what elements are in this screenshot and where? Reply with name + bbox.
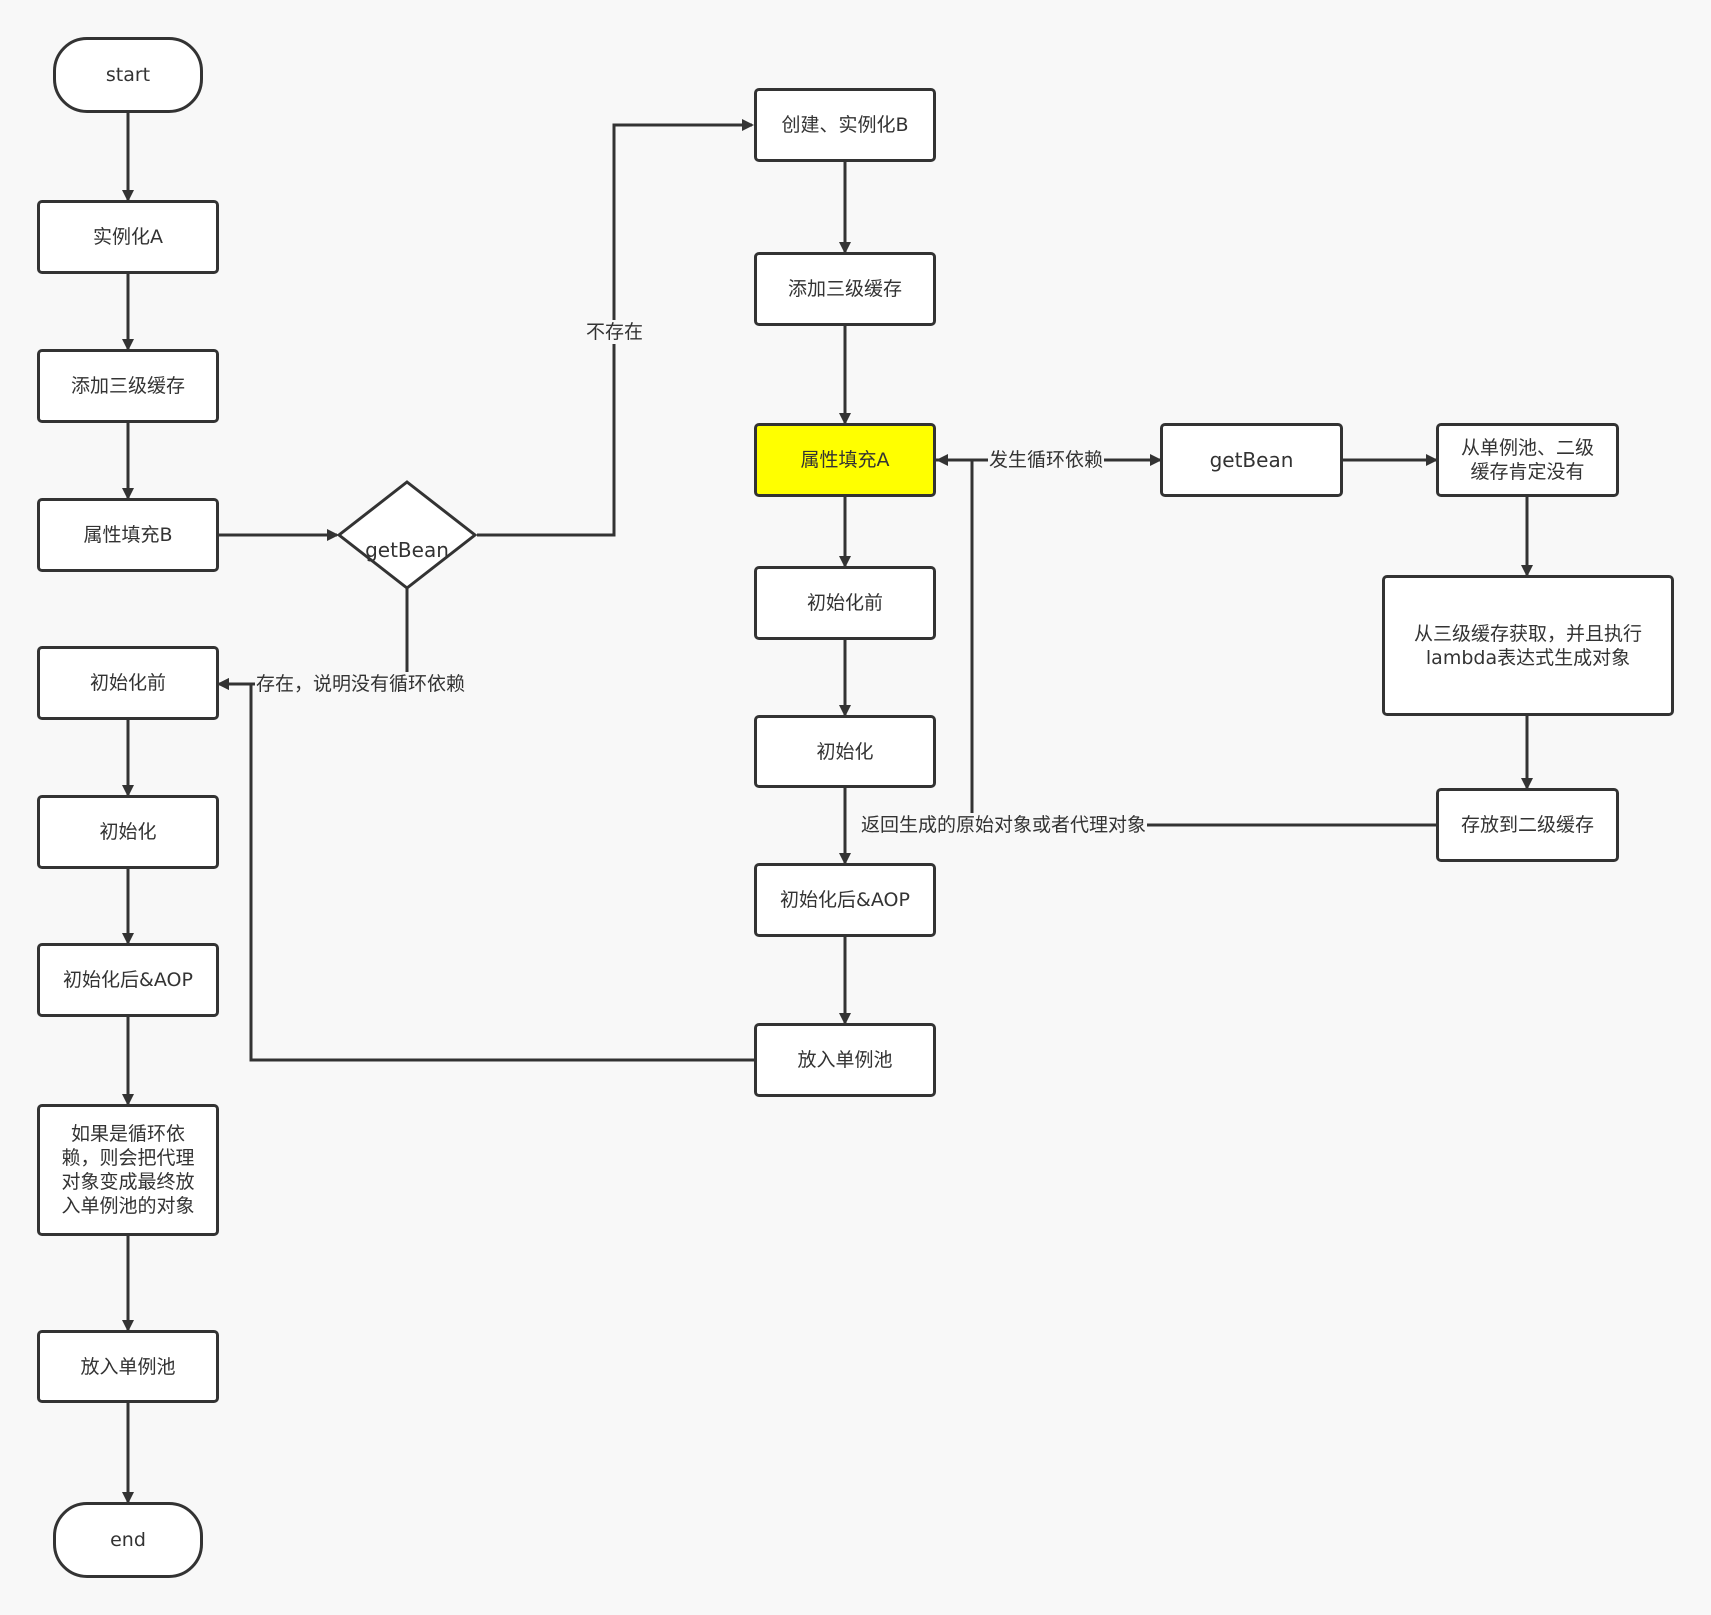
- arrow-return-object-to-populate-a: [970, 460, 1436, 827]
- getbean-right-node: getBean: [1160, 423, 1343, 497]
- put-singleton-middle-node: 放入单例池: [754, 1023, 936, 1097]
- add-level3-cache-middle-node: 添加三级缓存: [754, 252, 936, 326]
- circular-note-node: 如果是循环依 赖，则会把代理 对象变成最终放 入单例池的对象: [37, 1104, 219, 1236]
- exists-no-circular-label: 存在，说明没有循环依赖: [255, 672, 467, 696]
- getbean-decision-diamond-shape: [336, 480, 478, 590]
- init-middle-node: 初始化: [754, 715, 936, 788]
- populate-a-node: 属性填充A: [754, 423, 936, 497]
- start-node: start: [53, 37, 203, 113]
- end-node: end: [53, 1502, 203, 1578]
- from-level3-cache-node: 从三级缓存获取，并且执行 lambda表达式生成对象: [1382, 575, 1674, 716]
- arrow-singleton-middle-back: [217, 678, 754, 1062]
- put-singleton-left-node: 放入单例池: [37, 1330, 219, 1403]
- init-left-node: 初始化: [37, 795, 219, 869]
- after-init-aop-left-node: 初始化后&AOP: [37, 943, 219, 1017]
- circular-dependency-label: 发生循环依赖: [988, 448, 1105, 472]
- not-exists-label: 不存在: [585, 320, 645, 344]
- save-level2-cache-node: 存放到二级缓存: [1436, 788, 1619, 862]
- before-init-middle-node: 初始化前: [754, 566, 936, 640]
- after-init-aop-middle-node: 初始化后&AOP: [754, 863, 936, 937]
- instantiate-a-node: 实例化A: [37, 200, 219, 274]
- not-in-cache-node: 从单例池、二级 缓存肯定没有: [1436, 423, 1619, 497]
- populate-b-node: 属性填充B: [37, 498, 219, 572]
- getbean-decision-node: getBean: [365, 538, 449, 562]
- before-init-left-node: 初始化前: [37, 646, 219, 720]
- branch-arrows: [217, 119, 754, 1062]
- add-level3-cache-left-node: 添加三级缓存: [37, 349, 219, 423]
- left-flow-arrows: [122, 113, 339, 1504]
- return-original-or-proxy-label: 返回生成的原始对象或者代理对象: [860, 813, 1148, 837]
- create-instantiate-b-node: 创建、实例化B: [754, 88, 936, 162]
